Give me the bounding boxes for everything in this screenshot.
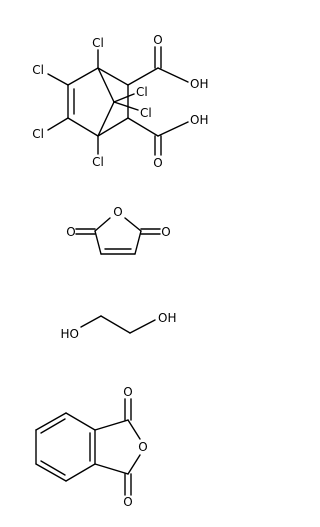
chlorine-atom-label: Cl <box>140 106 152 120</box>
bond <box>80 315 102 328</box>
molecule-chlorendic-acid: Cl Cl Cl Cl Cl Cl OH O OH O <box>32 33 208 170</box>
bond <box>65 463 96 482</box>
oxygen-atom-label: O <box>153 156 162 170</box>
bond <box>94 217 111 232</box>
bond <box>35 463 67 482</box>
oxygen-atom-label: O <box>66 225 75 239</box>
chlorine-atom-label: Cl <box>32 127 44 141</box>
bond <box>97 117 129 137</box>
bond <box>127 67 159 86</box>
bond <box>113 101 139 111</box>
bond <box>129 319 156 334</box>
structure-canvas: Cl Cl Cl Cl Cl Cl OH O OH O O O O HO OH <box>32 33 208 509</box>
bond-bridge <box>97 101 115 137</box>
bond <box>94 419 129 431</box>
oxygen-atom-label: O <box>123 385 132 399</box>
bond <box>134 230 142 255</box>
molecule-phthalic-anhydride: O O O <box>35 385 148 509</box>
bond <box>157 121 189 137</box>
bond <box>94 230 102 255</box>
bond-bridge <box>97 67 115 103</box>
bond <box>47 117 69 131</box>
bond <box>124 217 142 232</box>
oxygen-atom-label: O <box>113 205 122 219</box>
bond <box>65 412 96 431</box>
bond <box>47 73 69 86</box>
hydroxyl-label: HO <box>61 327 79 341</box>
bond-double-inner <box>40 460 66 476</box>
bond <box>157 67 189 83</box>
oxygen-atom-label: O <box>153 33 162 47</box>
bond <box>127 454 141 475</box>
bond <box>113 93 135 103</box>
molecule-maleic-anhydride: O O O <box>66 205 171 255</box>
oxygen-atom-label: O <box>123 495 132 509</box>
bond-double-inner <box>40 418 66 434</box>
bond <box>97 67 129 86</box>
chlorine-atom-label: Cl <box>32 63 44 77</box>
bond <box>127 117 159 137</box>
bond <box>127 419 141 440</box>
molecule-ethylene-glycol: HO OH <box>61 311 177 341</box>
chlorine-atom-label: Cl <box>92 155 104 169</box>
oxygen-atom-label: O <box>138 440 147 454</box>
bond <box>67 117 99 137</box>
hydroxyl-label: OH <box>158 311 176 325</box>
chemical-structures: Cl Cl Cl Cl Cl Cl OH O OH O O O O HO OH <box>32 33 208 509</box>
oxygen-atom-label: O <box>161 225 170 239</box>
hydroxyl-label: OH <box>190 77 208 91</box>
bond <box>94 463 129 475</box>
chlorine-atom-label: Cl <box>92 36 104 50</box>
chlorine-atom-label: Cl <box>136 85 148 99</box>
bond <box>67 67 99 86</box>
bond <box>35 412 67 431</box>
bond <box>100 315 131 334</box>
hydroxyl-label: OH <box>190 113 208 127</box>
